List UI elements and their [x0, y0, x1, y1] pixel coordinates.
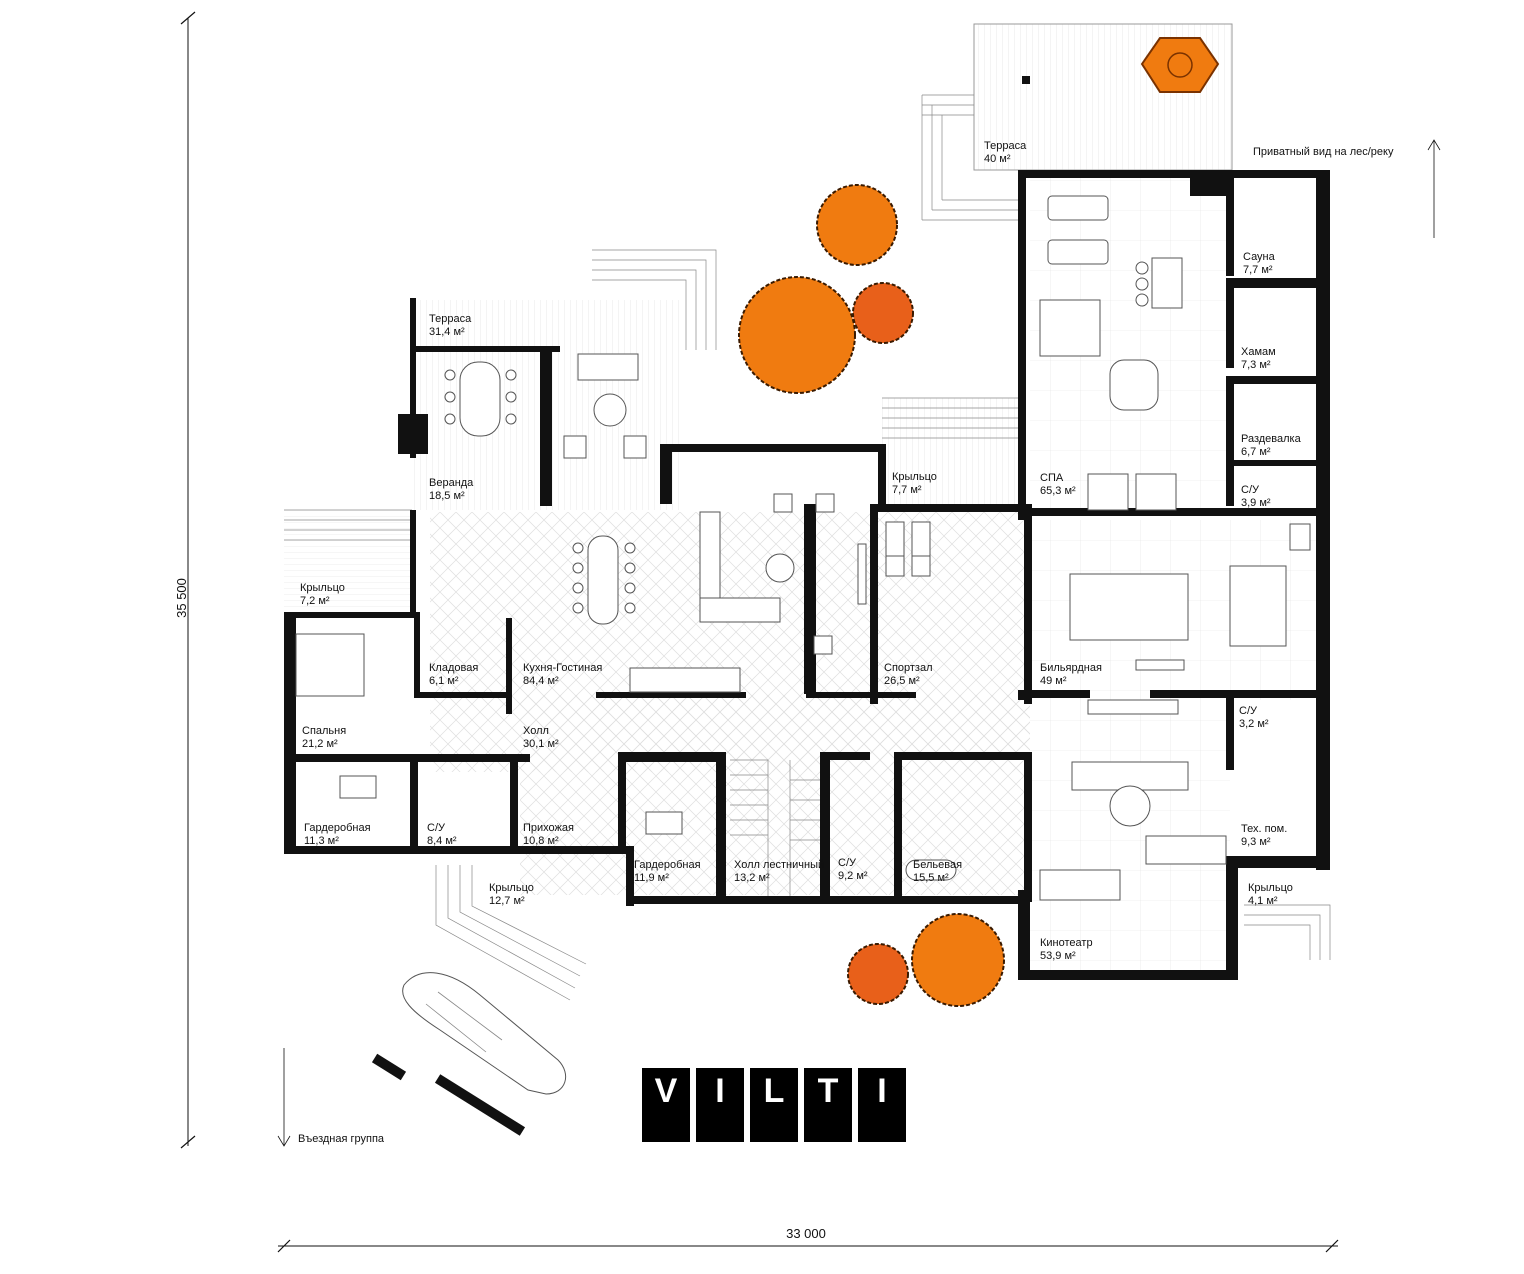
car — [402, 972, 567, 1095]
vilti-logo: V I L T I — [642, 1068, 906, 1142]
room-porch-left-name: Крыльцо — [300, 582, 345, 594]
room-linen-area: 15,5 м² — [913, 872, 949, 884]
room-terrace-left-area: 31,4 м² — [429, 326, 465, 338]
room-wardrobe-left-area: 11,3 м² — [304, 835, 339, 847]
room-bath-spa-area: 3,9 м² — [1241, 497, 1271, 509]
room-kitchen-area: 84,4 м² — [523, 675, 559, 687]
tree — [738, 276, 856, 394]
room-porch-right-name: Крыльцо — [1248, 882, 1293, 894]
room-gym-area: 26,5 м² — [884, 675, 920, 687]
room-labels: Терраса 40 м² Сауна 7,7 м² Хамам 7,3 м² … — [300, 140, 1302, 962]
tree — [816, 184, 898, 266]
room-bath-billiard-area: 3,2 м² — [1239, 718, 1269, 730]
room-tech-name: Тех. пом. — [1241, 823, 1287, 835]
room-bath-billiard-name: С/У — [1239, 705, 1258, 717]
driveway-mark — [371, 1053, 407, 1081]
entry-note: Въездная группа — [298, 1133, 385, 1145]
room-porch-right-area: 4,1 м² — [1248, 895, 1278, 907]
room-linen-name: Бельевая — [913, 859, 962, 871]
room-veranda-name: Веранда — [429, 477, 474, 489]
room-bedroom-name: Спальня — [302, 725, 346, 737]
steps — [284, 94, 1331, 1001]
room-spa-area: 65,3 м² — [1040, 485, 1076, 497]
furniture — [295, 195, 1311, 901]
room-cinema-name: Кинотеатр — [1040, 937, 1093, 949]
room-hamam-area: 7,3 м² — [1241, 359, 1271, 371]
room-bath-left-area: 8,4 м² — [427, 835, 457, 847]
width-dimension: 33 000 — [786, 1226, 826, 1241]
driveway-mark — [434, 1074, 526, 1136]
trees — [738, 37, 1220, 1007]
tree — [911, 913, 1005, 1007]
room-veranda-area: 18,5 м² — [429, 490, 465, 502]
room-stair-hall-name: Холл лестничный — [734, 859, 824, 871]
room-wardrobe-left-name: Гардеробная — [304, 822, 371, 834]
room-gym-name: Спортзал — [884, 662, 933, 674]
room-hamam-name: Хамам — [1241, 346, 1276, 358]
room-wardrobe-mid-name: Гардеробная — [634, 859, 701, 871]
room-porch-left-area: 7,2 м² — [300, 595, 330, 607]
room-entrance-area: 10,8 м² — [523, 835, 559, 847]
room-wardrobe-mid-area: 11,9 м² — [634, 872, 669, 884]
room-tech-area: 9,3 м² — [1241, 836, 1271, 848]
logo-letter: I — [715, 1072, 724, 1110]
room-sauna-name: Сауна — [1243, 251, 1276, 263]
room-pantry-area: 6,1 м² — [429, 675, 459, 687]
room-changing-area: 6,7 м² — [1241, 446, 1271, 458]
gazebo — [1140, 37, 1220, 93]
room-entrance-name: Прихожая — [523, 822, 574, 834]
room-porch-bottom-name: Крыльцо — [489, 882, 534, 894]
room-billiard-name: Бильярдная — [1040, 662, 1102, 674]
view-note: Приватный вид на лес/реку — [1253, 146, 1394, 158]
room-porch-mid-area: 7,7 м² — [892, 484, 922, 496]
room-hall-area: 30,1 м² — [523, 738, 559, 750]
room-bath-mid-name: С/У — [838, 857, 857, 869]
room-terrace-top-area: 40 м² — [984, 153, 1011, 165]
room-billiard-area: 49 м² — [1040, 675, 1067, 687]
tree — [847, 943, 909, 1005]
room-sauna-area: 7,7 м² — [1243, 264, 1273, 276]
logo-letter: I — [877, 1072, 886, 1110]
room-bath-spa-name: С/У — [1241, 484, 1260, 496]
height-dimension: 35 500 — [174, 578, 189, 618]
room-terrace-top-name: Терраса — [984, 140, 1027, 152]
room-hall-name: Холл — [523, 725, 549, 737]
room-bath-mid-area: 9,2 м² — [838, 870, 868, 882]
room-porch-bottom-area: 12,7 м² — [489, 895, 525, 907]
room-changing-name: Раздевалка — [1241, 433, 1302, 445]
room-spa-name: СПА — [1040, 472, 1064, 484]
dimension-lines — [180, 11, 1441, 1253]
logo-letter: T — [818, 1072, 839, 1110]
logo-letter: L — [764, 1072, 785, 1110]
room-cinema-area: 53,9 м² — [1040, 950, 1076, 962]
room-pantry-name: Кладовая — [429, 662, 478, 674]
room-kitchen-name: Кухня-Гостиная — [523, 662, 602, 674]
room-bedroom-area: 21,2 м² — [302, 738, 338, 750]
logo-letter: V — [655, 1072, 678, 1110]
walls — [284, 170, 1330, 980]
room-porch-mid-name: Крыльцо — [892, 471, 937, 483]
room-terrace-left-name: Терраса — [429, 313, 472, 325]
tree — [852, 282, 914, 344]
room-bath-left-name: С/У — [427, 822, 446, 834]
room-stair-hall-area: 13,2 м² — [734, 872, 770, 884]
